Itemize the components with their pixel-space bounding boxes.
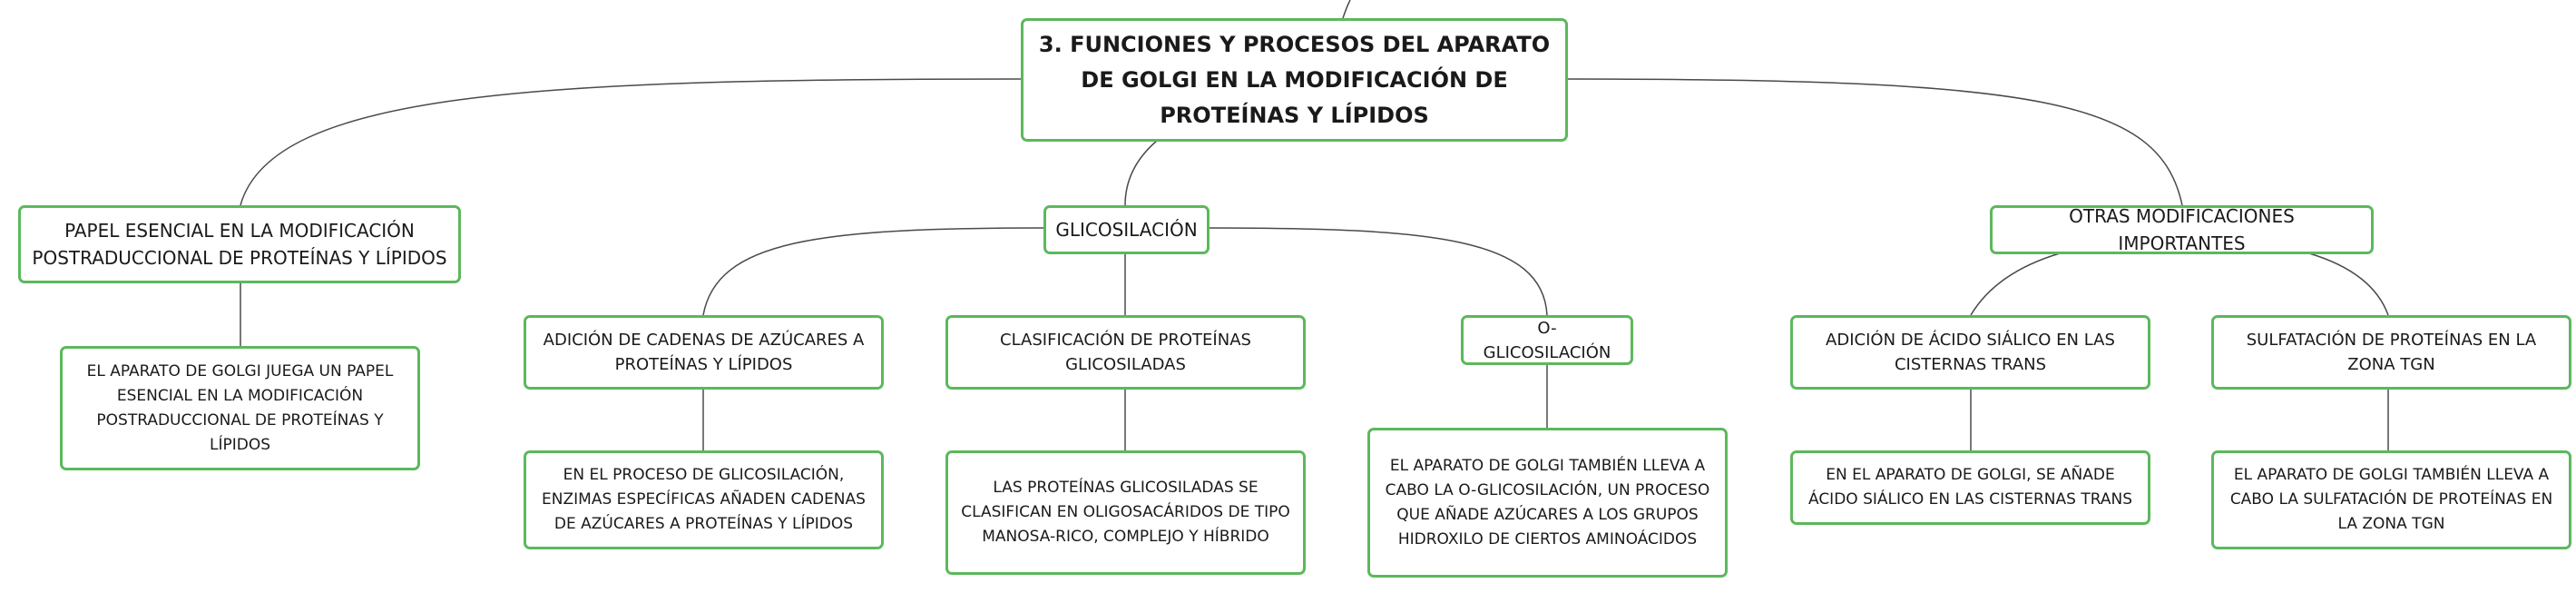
detail-text: EN EL PROCESO DE GLICOSILACIÓN, ENZIMAS … — [542, 466, 866, 533]
subtopic-sulfatacion[interactable]: SULFATACIÓN DE PROTEÍNAS EN LA ZONA TGN — [2211, 315, 2571, 390]
subtopic-label: CLASIFICACIÓN DE PROTEÍNAS GLICOSILADAS — [1000, 331, 1251, 374]
connector-root-glicosilacion — [1124, 140, 1158, 206]
connector-otras-sialico — [1970, 252, 2061, 316]
connector-glico-oglico — [1208, 227, 1548, 316]
topic-label: PAPEL ESENCIAL EN LA MODIFICACIÓN POSTRA… — [32, 220, 447, 269]
subtopic-acido-sialico[interactable]: ADICIÓN DE ÁCIDO SIÁLICO EN LAS CISTERNA… — [1790, 315, 2150, 390]
topic-label: GLICOSILACIÓN — [1055, 219, 1198, 241]
connector-root-papel — [240, 78, 1022, 206]
detail-acido-sialico[interactable]: EN EL APARATO DE GOLGI, SE AÑADE ÁCIDO S… — [1790, 450, 2150, 525]
topic-otras-modificaciones[interactable]: OTRAS MODIFICACIONES IMPORTANTES — [1990, 205, 2374, 254]
detail-clasificacion[interactable]: LAS PROTEÍNAS GLICOSILADAS SE CLASIFICAN… — [945, 450, 1306, 575]
detail-sulfatacion[interactable]: EL APARATO DE GOLGI TAMBIÉN LLEVA A CABO… — [2211, 450, 2571, 549]
subtopic-o-glicosilacion[interactable]: O-GLICOSILACIÓN — [1461, 315, 1633, 365]
root-topic-label: 3. FUNCIONES Y PROCESOS DEL APARATO DE G… — [1038, 31, 1551, 128]
detail-text: LAS PROTEÍNAS GLICOSILADAS SE CLASIFICAN… — [961, 479, 1290, 546]
detail-o-glicosilacion[interactable]: EL APARATO DE GOLGI TAMBIÉN LLEVA A CABO… — [1367, 428, 1728, 578]
subtopic-clasificacion[interactable]: CLASIFICACIÓN DE PROTEÍNAS GLICOSILADAS — [945, 315, 1306, 390]
subtopic-adicion-cadenas[interactable]: ADICIÓN DE CADENAS DE AZÚCARES A PROTEÍN… — [524, 315, 884, 390]
detail-papel-esencial[interactable]: EL APARATO DE GOLGI JUEGA UN PAPEL ESENC… — [60, 346, 420, 470]
topic-glicosilacion[interactable]: GLICOSILACIÓN — [1043, 205, 1210, 254]
topic-label: OTRAS MODIFICACIONES IMPORTANTES — [2069, 205, 2295, 254]
detail-adicion-cadenas[interactable]: EN EL PROCESO DE GLICOSILACIÓN, ENZIMAS … — [524, 450, 884, 549]
connector-root-otras — [1564, 78, 2183, 206]
subtopic-label: ADICIÓN DE CADENAS DE AZÚCARES A PROTEÍN… — [543, 331, 865, 374]
detail-text: EL APARATO DE GOLGI JUEGA UN PAPEL ESENC… — [86, 361, 394, 454]
subtopic-label: O-GLICOSILACIÓN — [1483, 318, 1611, 362]
subtopic-label: ADICIÓN DE ÁCIDO SIÁLICO EN LAS CISTERNA… — [1826, 331, 2115, 374]
topic-papel-esencial[interactable]: PAPEL ESENCIAL EN LA MODIFICACIÓN POSTRA… — [18, 205, 461, 283]
connector-otras-sulfatacion — [2308, 252, 2389, 316]
detail-text: EL APARATO DE GOLGI TAMBIÉN LLEVA A CABO… — [1385, 456, 1710, 549]
connector-glico-adicion — [702, 227, 1044, 316]
detail-text: EL APARATO DE GOLGI TAMBIÉN LLEVA A CABO… — [2229, 466, 2553, 533]
subtopic-label: SULFATACIÓN DE PROTEÍNAS EN LA ZONA TGN — [2246, 331, 2537, 374]
root-topic[interactable]: 3. FUNCIONES Y PROCESOS DEL APARATO DE G… — [1021, 18, 1568, 142]
connector-root-parent — [1342, 0, 1351, 19]
detail-text: EN EL APARATO DE GOLGI, SE AÑADE ÁCIDO S… — [1807, 466, 2132, 509]
